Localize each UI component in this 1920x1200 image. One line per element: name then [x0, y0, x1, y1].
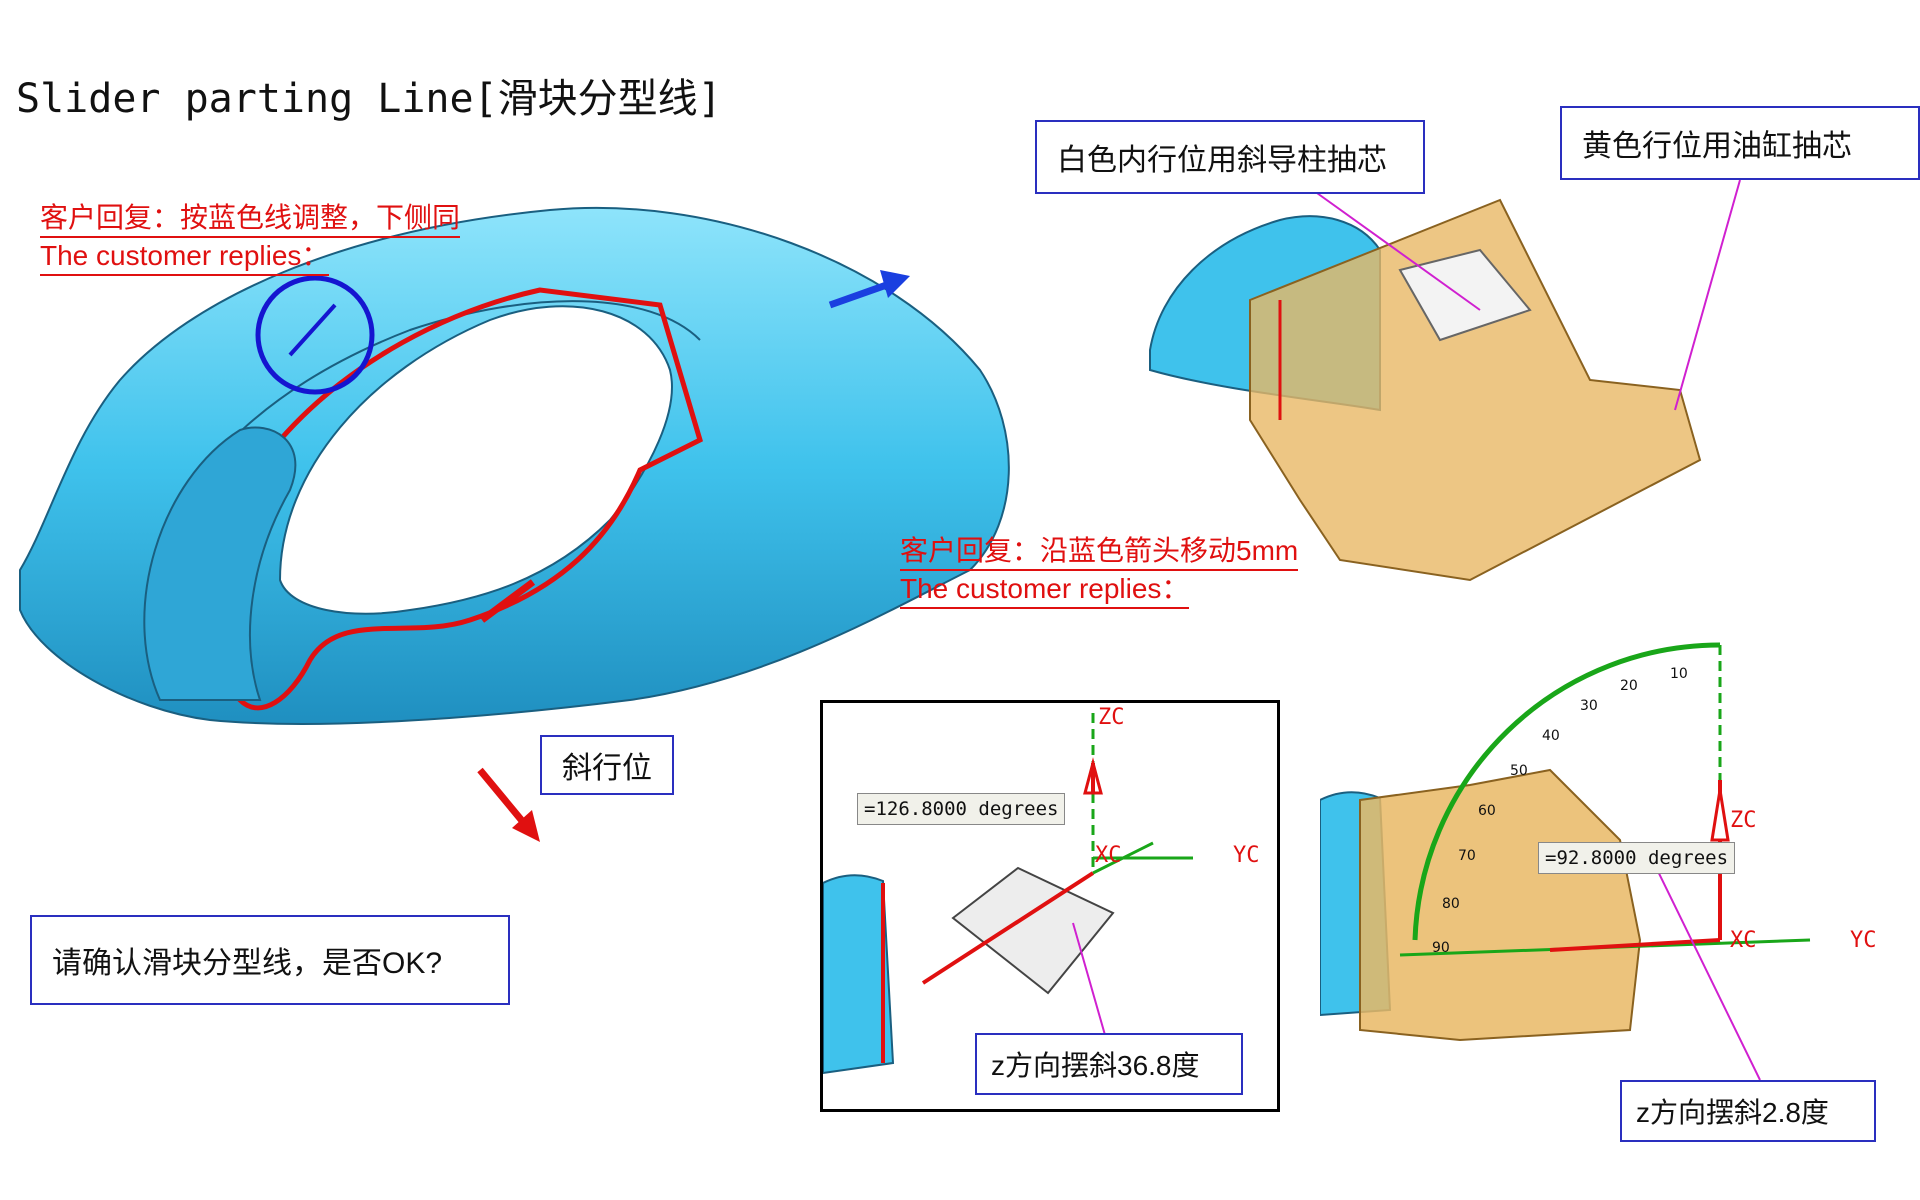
blue-circle-marker	[255, 275, 375, 395]
red-arrow	[479, 579, 536, 623]
yellow-slider-block	[1249, 198, 1702, 582]
main-part-illustration	[19, 206, 1010, 725]
window-opening	[278, 305, 673, 615]
callout-confirm: 请确认滑块分型线，是否OK?	[30, 915, 510, 1005]
callout-white-slider: 白色内行位用斜导柱抽芯	[1035, 120, 1425, 194]
protractor-arc	[1412, 642, 1721, 941]
angle-readout-b: =92.8000 degrees	[1538, 842, 1736, 874]
label-zc-a: ZC	[1098, 705, 1125, 730]
leader-lines	[1309, 179, 1741, 411]
callout-tilt-b: z方向摆斜2.8度	[1620, 1080, 1876, 1142]
angle-readout-a: =126.8000 degrees	[857, 793, 1066, 825]
note-middle-cn: 客户回复：沿蓝色箭头移动5mm	[900, 533, 1299, 571]
protractor-tick-10: 10	[1670, 666, 1688, 682]
note-left-cn: 客户回复：按蓝色线调整，下侧同	[40, 200, 461, 238]
protractor-tick-30: 30	[1580, 698, 1598, 714]
label-xc-a: XC	[1095, 843, 1122, 868]
gray-slider-box	[951, 866, 1115, 995]
protractor-tick-20: 20	[1620, 678, 1638, 694]
protractor-diagram: 10 20 30 40 50 60 70 80 90	[1320, 642, 1811, 1080]
note-middle-en: The customer replies：	[900, 571, 1190, 609]
label-yc-b: YC	[1850, 928, 1877, 953]
callout-angled-slider: 斜行位	[540, 735, 674, 795]
angle-diagram-a	[823, 713, 1193, 1075]
blue-arrow	[828, 278, 897, 309]
white-slider-core	[1398, 248, 1532, 342]
callout-yellow-slider: 黄色行位用油缸抽芯	[1560, 106, 1920, 180]
callout-tilt-a: z方向摆斜36.8度	[975, 1033, 1243, 1095]
blue-part-fragment	[823, 874, 895, 1075]
label-yc-a: YC	[1233, 843, 1260, 868]
note-left-en: The customer replies：	[40, 238, 330, 276]
angle-panel-a: ZC XC YC =126.8000 degrees z方向摆斜36.8度	[820, 700, 1280, 1112]
front-ring	[143, 426, 297, 701]
protractor-tick-60: 60	[1478, 803, 1496, 819]
protractor-tick-50: 50	[1510, 763, 1528, 779]
note-middle: 客户回复：沿蓝色箭头移动5mm The customer replies：	[900, 533, 1299, 609]
protractor-tick-70: 70	[1458, 848, 1476, 864]
slider-assembly-illustration	[1149, 198, 1702, 582]
label-xc-b: XC	[1730, 928, 1757, 953]
label-zc-b: ZC	[1730, 808, 1757, 833]
red-direction-arrow	[477, 767, 540, 842]
protractor-tick-40: 40	[1542, 728, 1560, 744]
note-left: 客户回复：按蓝色线调整，下侧同 The customer replies：	[40, 200, 461, 276]
yellow-slider-block	[1359, 768, 1642, 1042]
page-title: Slider parting Line[滑块分型线]	[16, 76, 722, 122]
protractor-tick-80: 80	[1442, 896, 1460, 912]
protractor-tick-90: 90	[1432, 940, 1450, 956]
